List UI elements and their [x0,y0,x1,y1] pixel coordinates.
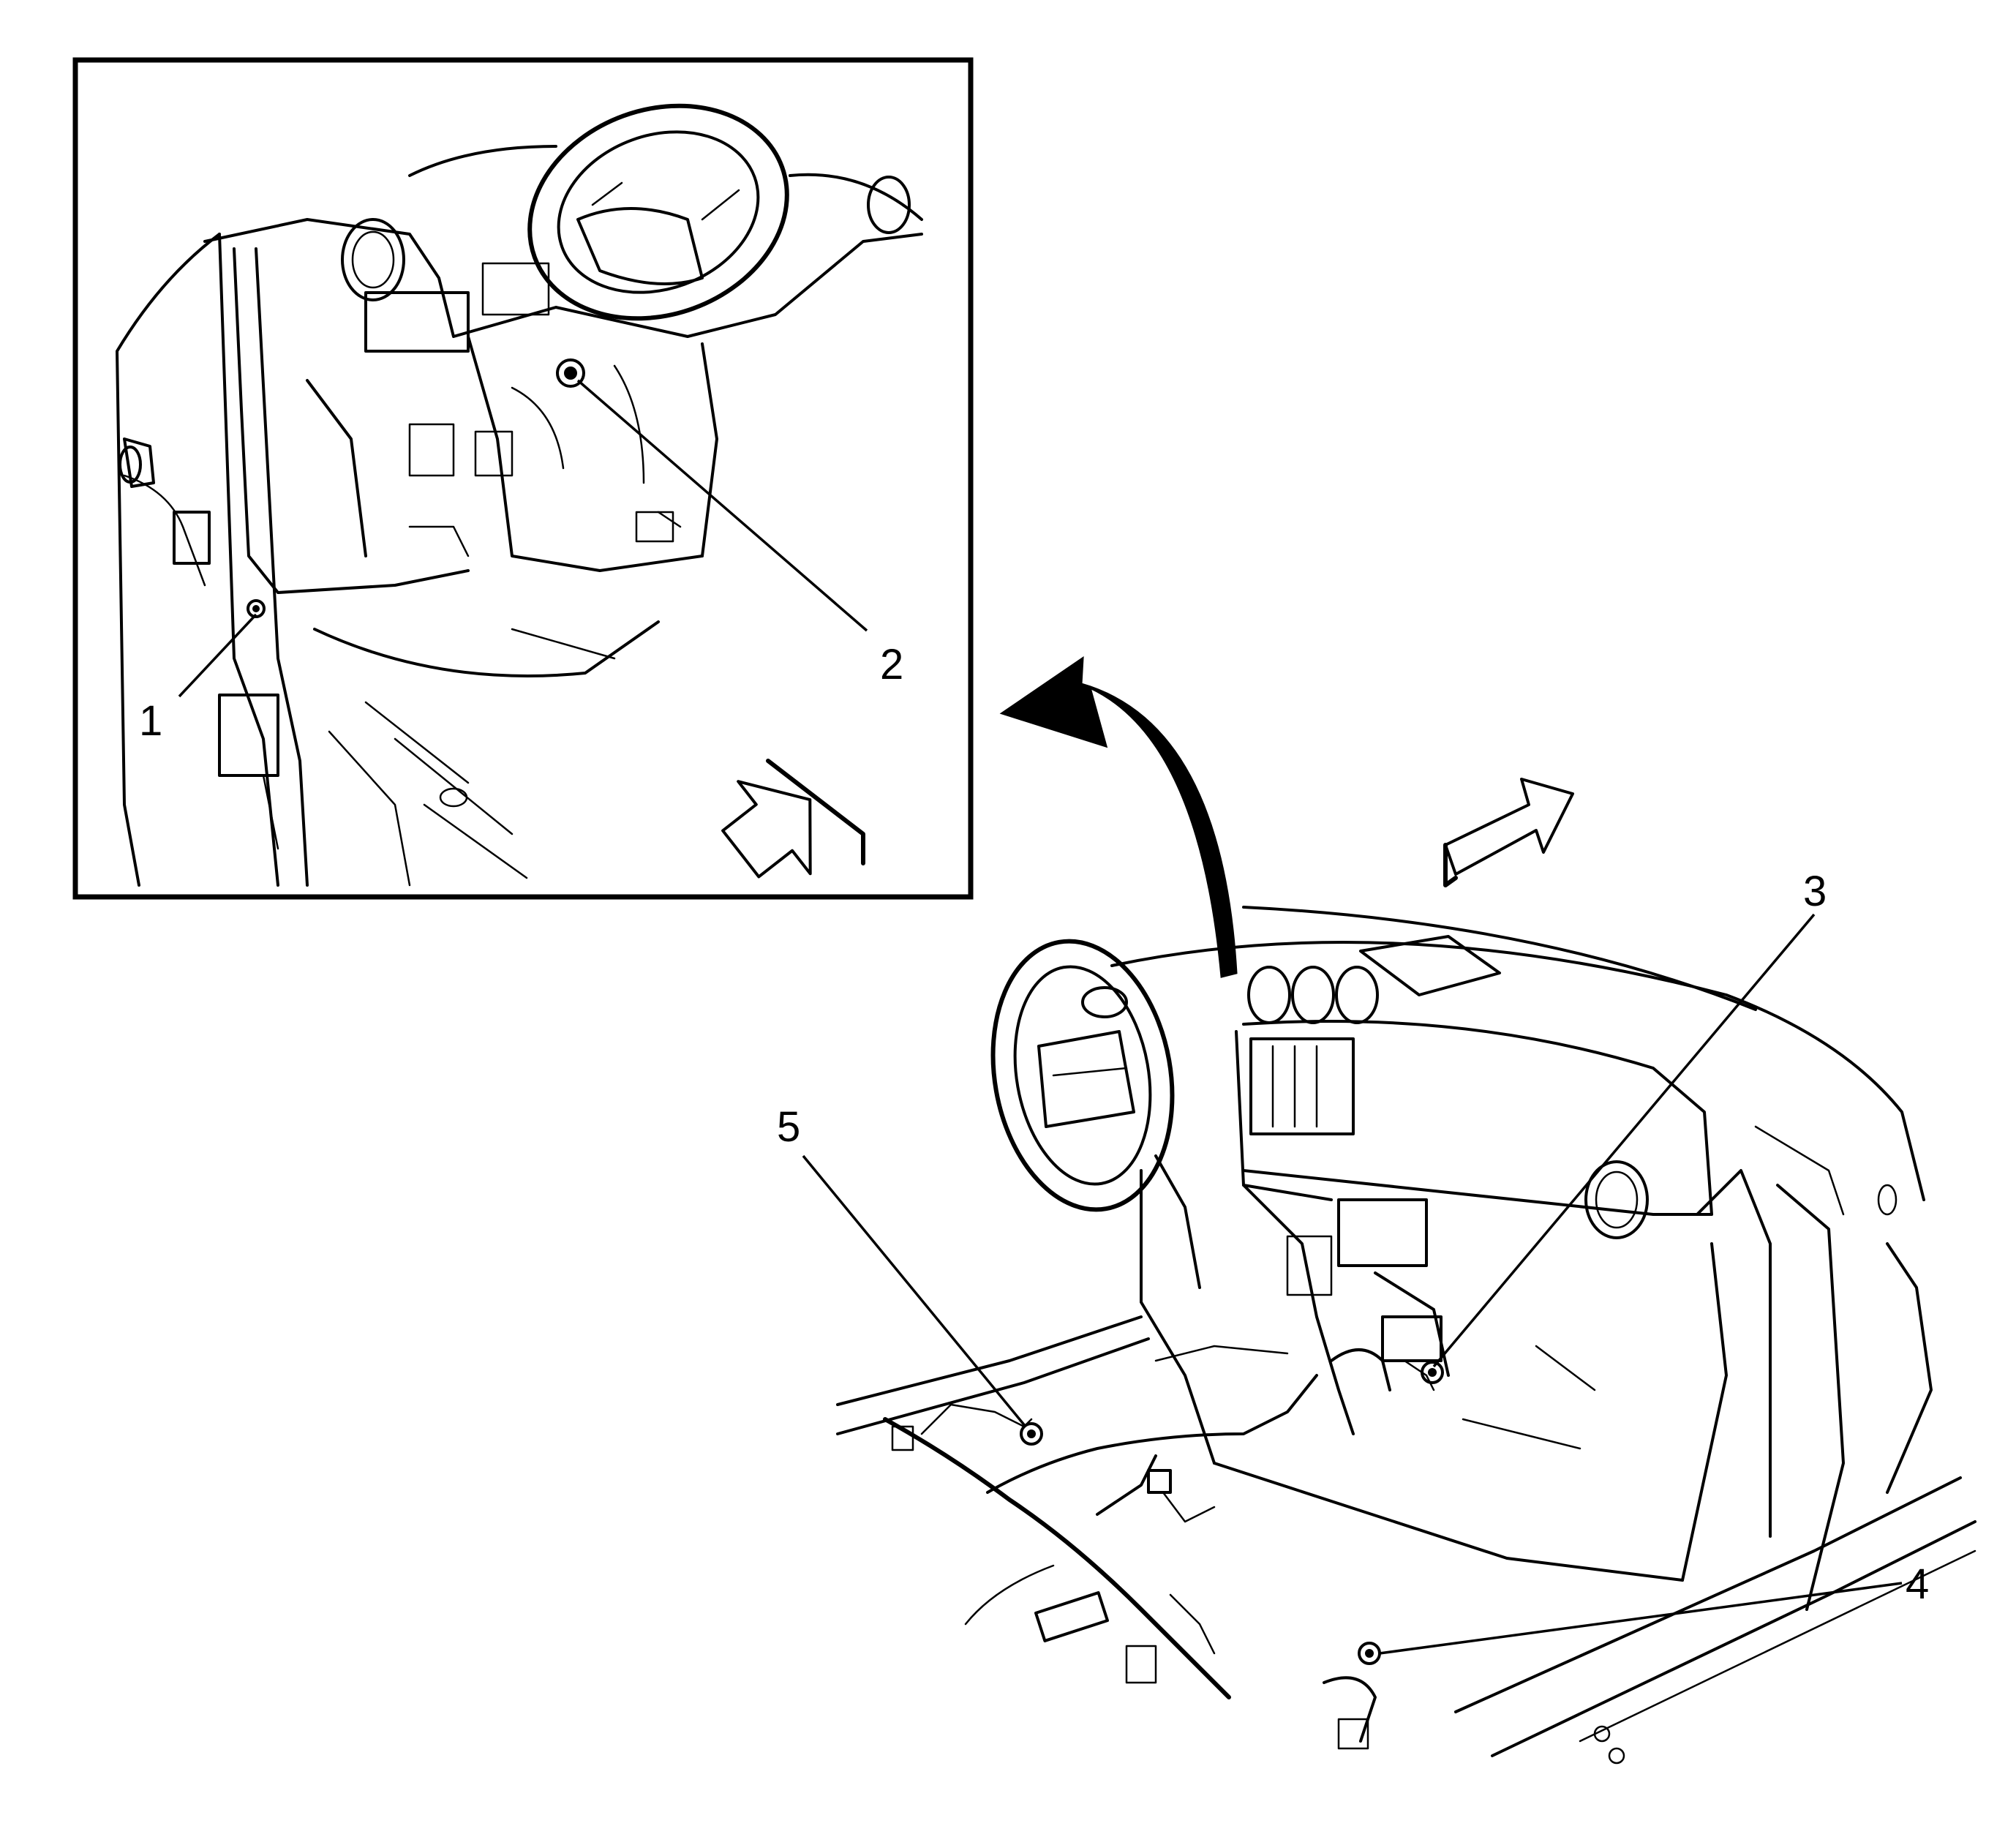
inset-a-pillar-body [116,233,309,887]
inset-frame [72,57,974,900]
leader-line-4 [1379,1582,1903,1655]
inset-dash-frame [203,145,923,594]
callout-5: 5 [777,1103,800,1151]
door-sill-right [1454,1476,1976,1765]
leader-line-1 [178,613,257,698]
bolt-icon-3 [1421,1361,1444,1384]
center-console-harness [1154,1154,1450,1435]
bolt-icon-5 [1020,1422,1043,1446]
callout-4: 4 [1906,1560,1929,1608]
inset-ground-bolt-1 [247,599,266,618]
floor-wiring-harness [883,1374,1318,1699]
leader-line-5 [802,1154,1027,1428]
steering-wheel [990,939,1175,1212]
inset-steering-wheel [527,103,789,321]
detail-inset: 1 2 [72,57,974,900]
callout-2: 2 [880,641,903,688]
door-sill-left [836,1315,1150,1435]
inset-floor-pan [313,620,660,887]
callout-3: 3 [1803,868,1827,915]
leader-line-2 [576,379,868,632]
inset-direction-arrow [721,759,865,879]
bolt-icon-4 [1323,1642,1381,1750]
leader-line-3 [1432,913,1816,1368]
forward-arrow-icon [1443,778,1574,887]
floor-pan [1140,1169,1933,1611]
inset-ground-bolt-2 [556,358,585,388]
main-vehicle-view: 3 4 5 [777,778,1976,1765]
curved-arrow-icon [999,656,1238,978]
callout-1: 1 [139,697,162,745]
